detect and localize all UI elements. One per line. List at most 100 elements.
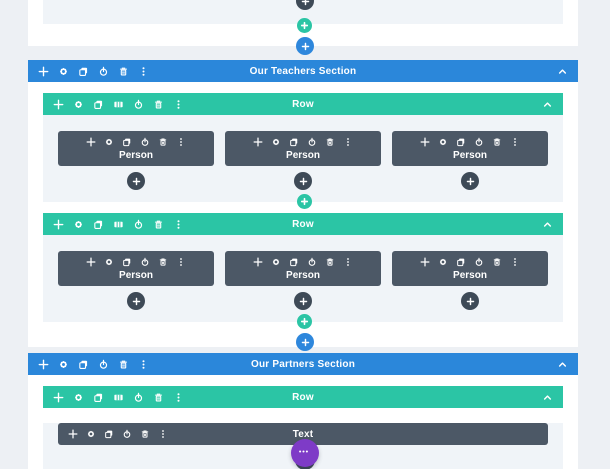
disable-icon[interactable] xyxy=(307,137,317,147)
columns-icon[interactable] xyxy=(113,219,124,230)
more-icon[interactable] xyxy=(173,392,184,403)
move-icon[interactable] xyxy=(253,257,263,267)
settings-icon[interactable] xyxy=(86,429,96,439)
delete-icon[interactable] xyxy=(153,392,164,403)
move-icon[interactable] xyxy=(38,66,49,77)
duplicate-icon[interactable] xyxy=(78,359,89,370)
delete-icon[interactable] xyxy=(325,257,335,267)
settings-icon[interactable] xyxy=(104,257,114,267)
settings-icon[interactable] xyxy=(73,219,84,230)
add-section-button[interactable] xyxy=(296,333,314,351)
move-icon[interactable] xyxy=(86,257,96,267)
add-module-button[interactable] xyxy=(294,292,312,310)
settings-icon[interactable] xyxy=(271,257,281,267)
disable-icon[interactable] xyxy=(307,257,317,267)
add-section-button[interactable] xyxy=(296,37,314,55)
module-text[interactable]: Text xyxy=(58,423,548,445)
move-icon[interactable] xyxy=(253,137,263,147)
add-module-button[interactable] xyxy=(296,0,314,10)
collapse-button[interactable] xyxy=(542,99,563,110)
more-icon[interactable] xyxy=(343,257,353,267)
move-icon[interactable] xyxy=(53,219,64,230)
move-icon[interactable] xyxy=(53,392,64,403)
add-module-button[interactable] xyxy=(461,172,479,190)
more-icon[interactable] xyxy=(510,137,520,147)
collapse-button[interactable] xyxy=(557,66,578,77)
delete-icon[interactable] xyxy=(158,137,168,147)
columns-icon[interactable] xyxy=(113,392,124,403)
disable-icon[interactable] xyxy=(474,137,484,147)
row-header[interactable]: Row xyxy=(43,213,563,235)
row-header[interactable]: Row xyxy=(43,386,563,408)
more-icon[interactable] xyxy=(158,429,168,439)
settings-icon[interactable] xyxy=(73,392,84,403)
disable-icon[interactable] xyxy=(140,137,150,147)
disable-icon[interactable] xyxy=(98,66,109,77)
module-person[interactable]: Person xyxy=(225,131,381,166)
settings-icon[interactable] xyxy=(73,99,84,110)
add-module-button[interactable] xyxy=(294,172,312,190)
add-module-button[interactable] xyxy=(127,172,145,190)
disable-icon[interactable] xyxy=(474,257,484,267)
disable-icon[interactable] xyxy=(140,257,150,267)
delete-icon[interactable] xyxy=(325,137,335,147)
delete-icon[interactable] xyxy=(153,99,164,110)
disable-icon[interactable] xyxy=(133,219,144,230)
settings-icon[interactable] xyxy=(58,359,69,370)
add-row-button[interactable] xyxy=(297,18,312,33)
delete-icon[interactable] xyxy=(118,359,129,370)
section-header[interactable]: Our Teachers Section xyxy=(28,60,578,82)
more-icon[interactable] xyxy=(138,359,149,370)
more-icon[interactable] xyxy=(173,219,184,230)
move-icon[interactable] xyxy=(420,137,430,147)
add-module-button[interactable] xyxy=(461,292,479,310)
more-icon[interactable] xyxy=(138,66,149,77)
move-icon[interactable] xyxy=(68,429,78,439)
delete-icon[interactable] xyxy=(492,137,502,147)
delete-icon[interactable] xyxy=(118,66,129,77)
duplicate-icon[interactable] xyxy=(289,137,299,147)
add-row-button[interactable] xyxy=(297,314,312,329)
delete-icon[interactable] xyxy=(492,257,502,267)
duplicate-icon[interactable] xyxy=(122,137,132,147)
duplicate-icon[interactable] xyxy=(93,219,104,230)
duplicate-icon[interactable] xyxy=(289,257,299,267)
settings-icon[interactable] xyxy=(438,257,448,267)
expand-settings-button[interactable] xyxy=(291,439,319,467)
move-icon[interactable] xyxy=(86,137,96,147)
module-person[interactable]: Person xyxy=(58,131,214,166)
more-icon[interactable] xyxy=(176,137,186,147)
add-row-button[interactable] xyxy=(297,194,312,209)
delete-icon[interactable] xyxy=(158,257,168,267)
duplicate-icon[interactable] xyxy=(456,257,466,267)
duplicate-icon[interactable] xyxy=(93,99,104,110)
collapse-button[interactable] xyxy=(542,219,563,230)
disable-icon[interactable] xyxy=(133,392,144,403)
columns-icon[interactable] xyxy=(113,99,124,110)
more-icon[interactable] xyxy=(176,257,186,267)
disable-icon[interactable] xyxy=(133,99,144,110)
duplicate-icon[interactable] xyxy=(93,392,104,403)
settings-icon[interactable] xyxy=(104,137,114,147)
more-icon[interactable] xyxy=(510,257,520,267)
disable-icon[interactable] xyxy=(98,359,109,370)
move-icon[interactable] xyxy=(53,99,64,110)
disable-icon[interactable] xyxy=(122,429,132,439)
module-person[interactable]: Person xyxy=(58,251,214,286)
delete-icon[interactable] xyxy=(153,219,164,230)
settings-icon[interactable] xyxy=(438,137,448,147)
move-icon[interactable] xyxy=(38,359,49,370)
more-icon[interactable] xyxy=(343,137,353,147)
settings-icon[interactable] xyxy=(271,137,281,147)
duplicate-icon[interactable] xyxy=(456,137,466,147)
delete-icon[interactable] xyxy=(140,429,150,439)
move-icon[interactable] xyxy=(420,257,430,267)
duplicate-icon[interactable] xyxy=(122,257,132,267)
module-person[interactable]: Person xyxy=(225,251,381,286)
module-person[interactable]: Person xyxy=(392,251,548,286)
add-module-button[interactable] xyxy=(127,292,145,310)
row-header[interactable]: Row xyxy=(43,93,563,115)
duplicate-icon[interactable] xyxy=(104,429,114,439)
collapse-button[interactable] xyxy=(542,392,563,403)
section-header[interactable]: Our Partners Section xyxy=(28,353,578,375)
